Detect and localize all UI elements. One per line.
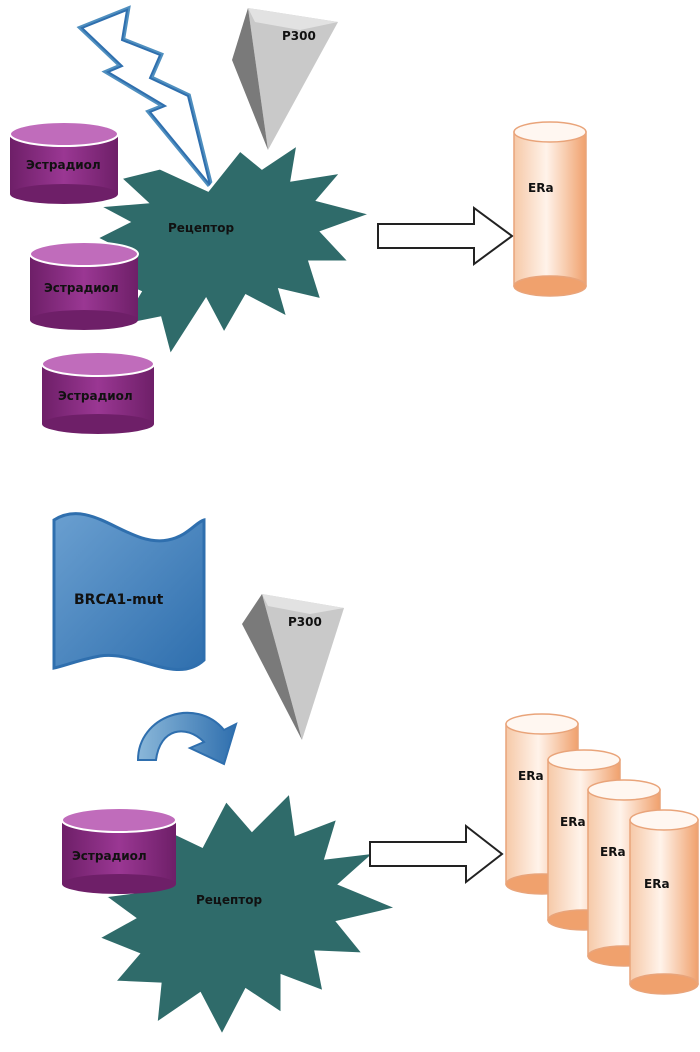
era-cylinder-bottom-4: ERa xyxy=(629,809,699,995)
curved-arrow-icon xyxy=(136,712,238,766)
estradiol-cylinder-bottom: Эстрадиол xyxy=(61,807,177,894)
estradiol-cylinder-2: Эстрадиол xyxy=(29,241,139,330)
receptor-label-bottom: Рецептор xyxy=(196,893,262,907)
receptor-label-top: Рецептор xyxy=(168,221,234,235)
estradiol-label-2: Эстрадиол xyxy=(44,281,119,295)
brca1-label: BRCA1-mut xyxy=(74,592,164,608)
estradiol-label-1: Эстрадиол xyxy=(26,158,101,172)
p300-label-bottom: P300 xyxy=(288,615,322,629)
p300-label-top: P300 xyxy=(282,29,316,43)
estradiol-cylinder-1: Эстрадиол xyxy=(9,121,119,204)
brca1-banner: BRCA1-mut xyxy=(52,512,206,671)
arrow-right-top xyxy=(377,206,514,266)
era-label-bottom-3: ERa xyxy=(600,845,626,859)
p300-wedge-top: P300 xyxy=(232,8,338,150)
era-label-bottom-2: ERa xyxy=(560,815,586,829)
receptor-starburst-top: Рецептор xyxy=(92,140,378,360)
era-cylinder-top: ERa xyxy=(513,121,587,297)
era-label-bottom-4: ERa xyxy=(644,877,670,891)
era-label-bottom-1: ERa xyxy=(518,769,544,783)
lightning-icon xyxy=(76,5,213,187)
estradiol-cylinder-3: Эстрадиол xyxy=(41,351,155,434)
estradiol-label-3: Эстрадиол xyxy=(58,389,133,403)
p300-wedge-bottom: P300 xyxy=(242,594,344,740)
estradiol-label-bottom: Эстрадиол xyxy=(72,849,147,863)
arrow-right-bottom xyxy=(369,823,504,885)
era-label-top: ERa xyxy=(528,181,554,195)
